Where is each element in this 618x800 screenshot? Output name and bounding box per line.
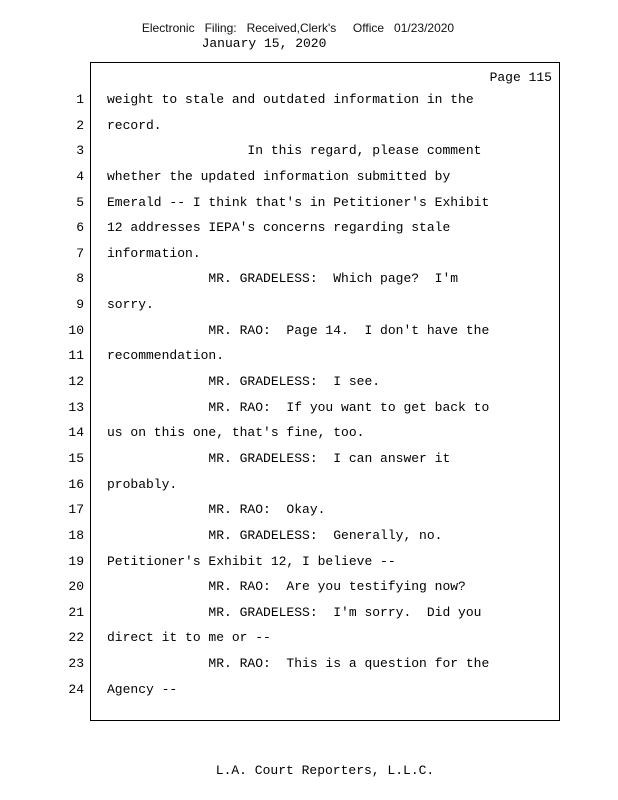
transcript-line: 4 whether the updated information submit… <box>0 169 618 195</box>
line-text: MR. RAO: Okay. <box>107 502 326 518</box>
line-number: 6 <box>76 220 84 236</box>
transcript-border-box <box>90 62 560 721</box>
line-number: 16 <box>68 476 84 492</box>
line-number: 5 <box>76 194 84 210</box>
line-number: 7 <box>76 245 84 261</box>
transcript-line: 11 recommendation. <box>0 348 618 374</box>
line-number: 11 <box>68 348 84 364</box>
transcript-line: 24 Agency -- <box>0 682 618 708</box>
line-text: whether the updated information submitte… <box>107 168 451 184</box>
transcript-line: 17 MR. RAO: Okay. <box>0 502 618 528</box>
transcript-line: 20 MR. RAO: Are you testifying now? <box>0 579 618 605</box>
line-text: Petitioner's Exhibit 12, I believe -- <box>107 553 396 569</box>
transcript-line: 1 weight to stale and outdated informati… <box>0 92 618 118</box>
hearing-date: January 15, 2020 <box>201 36 327 51</box>
line-text: Agency -- <box>107 681 178 697</box>
transcript-line: 16 probably. <box>0 477 618 503</box>
line-text: weight to stale and outdated information… <box>107 92 474 107</box>
transcript-line: 12 MR. GRADELESS: I see. <box>0 374 618 400</box>
line-number: 13 <box>68 399 84 415</box>
line-text: record. <box>107 117 162 133</box>
transcript-line: 8 MR. GRADELESS: Which page? I'm <box>0 271 618 297</box>
line-number: 3 <box>76 143 84 159</box>
line-number: 23 <box>68 656 84 672</box>
line-text: recommendation. <box>107 348 225 364</box>
transcript-line: 6 12 addresses IEPA's concerns regarding… <box>0 220 618 246</box>
line-number: 9 <box>76 297 84 313</box>
line-text: sorry. <box>107 297 154 313</box>
transcript-line: 2 record. <box>0 118 618 144</box>
reporter-footer: L.A. Court Reporters, L.L.C. 312-419-929… <box>90 732 560 800</box>
line-number: 8 <box>76 271 84 287</box>
line-text: 12 addresses IEPA's concerns regarding s… <box>107 220 451 236</box>
line-number: 2 <box>76 117 84 133</box>
transcript-line: 7 information. <box>0 246 618 272</box>
line-number: 4 <box>76 168 84 184</box>
line-number: 10 <box>68 322 84 338</box>
line-text: MR. GRADELESS: I can answer it <box>107 450 451 466</box>
line-number: 21 <box>68 604 84 620</box>
transcript-line: 19 Petitioner's Exhibit 12, I believe -- <box>0 554 618 580</box>
line-number: 24 <box>68 681 84 697</box>
line-number: 22 <box>68 630 84 646</box>
line-number: 15 <box>68 450 84 466</box>
transcript-line: 10 MR. RAO: Page 14. I don't have the <box>0 323 618 349</box>
line-text: In this regard, please comment <box>107 143 482 159</box>
page-number-label: Page 115 <box>489 70 552 85</box>
line-text: information. <box>107 245 201 261</box>
transcript-line: 23 MR. RAO: This is a question for the <box>0 656 618 682</box>
reporter-company: L.A. Court Reporters, L.L.C. <box>215 763 435 778</box>
line-number: 20 <box>68 579 84 595</box>
transcript-line: 3 In this regard, please comment <box>0 143 618 169</box>
transcript-line: 18 MR. GRADELESS: Generally, no. <box>0 528 618 554</box>
transcript-line: 21 MR. GRADELESS: I'm sorry. Did you <box>0 605 618 631</box>
line-text: us on this one, that's fine, too. <box>107 425 365 441</box>
line-text: direct it to me or -- <box>107 630 271 646</box>
line-number: 19 <box>68 553 84 569</box>
transcript-line: 5 Emerald -- I think that's in Petitione… <box>0 195 618 221</box>
line-rows: 1 weight to stale and outdated informati… <box>0 92 618 707</box>
line-text: probably. <box>107 476 178 492</box>
line-number: 17 <box>68 502 84 518</box>
line-number: 14 <box>68 425 84 441</box>
transcript-line: 14 us on this one, that's fine, too. <box>0 425 618 451</box>
transcript-line: 22 direct it to me or -- <box>0 630 618 656</box>
transcript-line: 13 MR. RAO: If you want to get back to <box>0 400 618 426</box>
line-text: MR. RAO: Are you testifying now? <box>107 579 466 595</box>
transcript-line: 9 sorry. <box>0 297 618 323</box>
line-number: 18 <box>68 527 84 543</box>
line-text: MR. GRADELESS: I see. <box>107 374 381 390</box>
transcript-line: 15 MR. GRADELESS: I can answer it <box>0 451 618 477</box>
line-text: Emerald -- I think that's in Petitioner'… <box>107 194 490 210</box>
line-number: 12 <box>68 374 84 390</box>
line-text: MR. RAO: If you want to get back to <box>107 399 490 415</box>
efiling-stamp: Electronic Filing: Received,Clerk's Offi… <box>141 21 455 35</box>
line-text: MR. GRADELESS: I'm sorry. Did you <box>107 604 482 620</box>
line-text: MR. GRADELESS: Generally, no. <box>107 527 443 543</box>
line-text: MR. RAO: This is a question for the <box>107 656 490 672</box>
line-text: MR. RAO: Page 14. I don't have the <box>107 322 490 338</box>
line-text: MR. GRADELESS: Which page? I'm <box>107 271 459 287</box>
line-number: 1 <box>76 92 84 107</box>
